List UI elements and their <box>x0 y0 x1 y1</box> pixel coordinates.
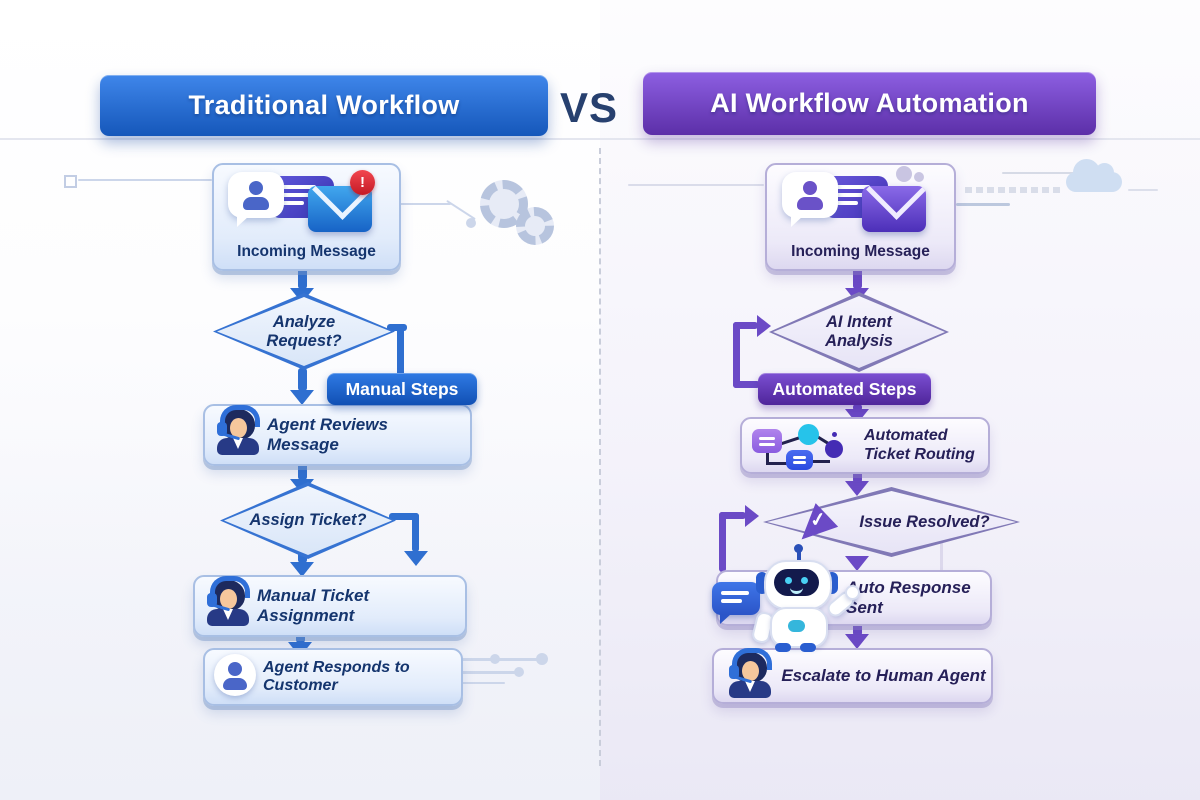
icon-line <box>759 443 775 446</box>
routing-node-dot <box>832 432 837 437</box>
cloud-puff <box>896 166 912 182</box>
assign-line: Assign Ticket? <box>249 511 367 530</box>
routing-network-icon <box>752 424 848 470</box>
routing-line1: Automated <box>864 427 948 445</box>
robot-chest-light <box>788 620 805 632</box>
assign-ticket-decision: Assign Ticket? <box>220 482 396 559</box>
square-decoration <box>64 175 77 188</box>
agent-reviews-label: Agent Reviews Message <box>267 415 388 454</box>
chat-line <box>836 201 858 205</box>
routing-node-cyan <box>798 424 819 445</box>
envelope-flap <box>866 186 926 220</box>
user-head <box>249 181 263 195</box>
loop-vertical <box>733 322 740 388</box>
icon-line <box>793 456 806 459</box>
chat-line <box>282 201 304 205</box>
manual-ticket-assignment-label: Manual Ticket Assignment <box>257 586 370 625</box>
robot-foot <box>775 643 791 652</box>
icon-line <box>759 437 775 440</box>
intent-line1: AI Intent <box>826 313 892 332</box>
cloud-puff <box>914 172 924 182</box>
arrow-down <box>845 481 869 496</box>
robot-hand <box>845 585 860 600</box>
chat-line <box>721 599 742 603</box>
loop-horizontal-top <box>719 512 746 519</box>
automated-steps-badge: Automated Steps <box>758 373 931 405</box>
support-agent-icon <box>215 405 261 455</box>
routing-node-square <box>752 429 782 453</box>
analyze-request-decision: Analyze Request? <box>213 293 395 370</box>
assign-ticket-label: Assign Ticket? <box>220 482 396 559</box>
robot-eye <box>785 577 792 584</box>
connector-vertical <box>412 513 419 552</box>
incoming-message-label: Incoming Message <box>791 243 930 260</box>
loop-vertical <box>719 512 726 572</box>
traditional-workflow-header: Traditional Workflow <box>100 75 548 136</box>
arrow-right <box>757 315 771 337</box>
ai-intent-label: AI Intent Analysis <box>769 292 949 372</box>
wire <box>810 460 830 463</box>
robot-foot <box>800 643 816 652</box>
circuit-line-decoration <box>461 658 545 661</box>
routing-label: Automated Ticket Routing <box>864 419 975 472</box>
routing-line2: Ticket Routing <box>864 445 975 463</box>
circuit-line-decoration <box>461 671 521 674</box>
circuit-line-decoration <box>628 184 764 186</box>
support-agent-icon <box>205 576 251 626</box>
circuit-dot-decoration <box>514 667 524 677</box>
cloud-icon <box>1066 159 1122 192</box>
line-decoration <box>1128 189 1158 191</box>
incoming-message-label: Incoming Message <box>237 243 376 260</box>
analyze-request-label: Analyze Request? <box>213 293 395 370</box>
analyze-line2: Request? <box>266 331 342 350</box>
loop-horizontal-bottom <box>733 381 760 388</box>
circuit-line-decoration <box>461 682 505 684</box>
routing-node-indigo <box>825 440 843 458</box>
incoming-message-icons-left: ! <box>224 170 386 234</box>
manual-steps-badge: Manual Steps <box>327 373 477 405</box>
user-torso <box>797 197 823 210</box>
vs-label: VS <box>560 84 619 131</box>
incoming-message-icons-right <box>778 166 940 234</box>
circuit-line-decoration <box>78 179 212 181</box>
user-torso <box>223 678 247 690</box>
connector-vertical <box>397 324 404 376</box>
robot-eye <box>801 577 808 584</box>
arrow-stem <box>298 368 307 391</box>
alert-badge: ! <box>350 170 375 195</box>
gear-icon <box>516 207 554 245</box>
agent-responds-label: Agent Responds to Customer <box>263 659 410 694</box>
arrow-down <box>290 390 314 405</box>
user-torso <box>243 197 269 210</box>
envelope-icon <box>862 186 926 232</box>
arrow-right <box>745 505 759 527</box>
header-baseline-decoration <box>0 138 1200 140</box>
line-decoration <box>1002 172 1114 174</box>
user-speech-bubble-icon <box>228 172 284 227</box>
user-head <box>228 662 242 676</box>
center-divider <box>599 148 601 766</box>
analyze-line1: Analyze <box>272 312 336 331</box>
ai-workflow-header: AI Workflow Automation <box>643 72 1096 135</box>
circuit-dot-decoration <box>536 653 548 665</box>
user-head <box>803 181 817 195</box>
arrow-down <box>404 551 428 566</box>
user-speech-bubble-icon <box>782 172 838 227</box>
loop-horizontal-top <box>733 322 758 329</box>
ai-intent-analysis-decision: AI Intent Analysis <box>769 292 949 372</box>
faint-branch-line <box>940 540 943 572</box>
dash-row-decoration <box>965 187 1060 193</box>
circuit-dot-decoration <box>490 654 500 664</box>
icon-line <box>793 461 806 464</box>
circuit-dot-decoration <box>466 218 476 228</box>
circuit-line-decoration <box>397 203 451 205</box>
line-decoration <box>956 203 1010 206</box>
routing-node-square <box>786 450 813 470</box>
user-circle-icon <box>214 654 256 696</box>
robot-icon <box>742 544 860 660</box>
resolved-line: Issue Resolved? <box>859 512 990 531</box>
wire <box>766 462 788 465</box>
auto-response-label: Auto Response Sent <box>846 578 971 617</box>
intent-line2: Analysis <box>825 332 893 350</box>
